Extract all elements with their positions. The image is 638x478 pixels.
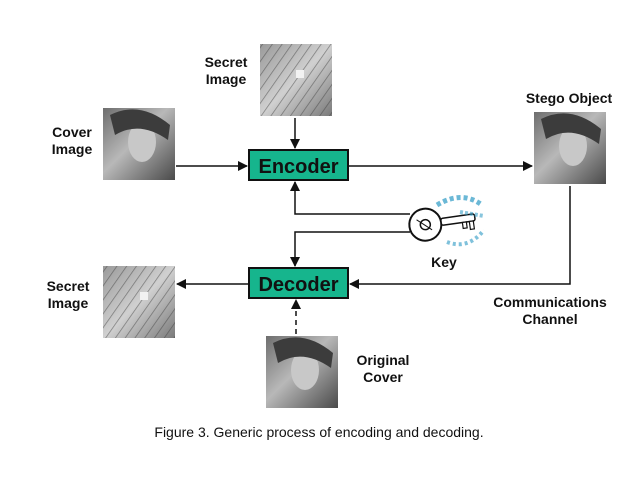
label-line: Image (205, 71, 247, 87)
decoder-block: Decoder (248, 267, 349, 299)
label-line: Image (47, 295, 89, 311)
secret-image-input (260, 44, 332, 116)
encoder-label: Encoder (258, 156, 338, 178)
arrow-channel-to-decoder (349, 186, 571, 289)
label-line: Secret (46, 278, 90, 294)
label-line: Cover (52, 124, 92, 140)
decoder-label: Decoder (258, 274, 338, 296)
figure-caption: Figure 3. Generic process of encoding an… (154, 424, 484, 440)
cover-image (103, 108, 175, 180)
label-communications-channel: Communications Channel (484, 294, 616, 328)
label-line: Channel (522, 311, 578, 327)
key-icon (408, 195, 486, 247)
stego-object-image (534, 112, 606, 184)
label-line: Communications (493, 294, 607, 310)
label-secret-image-input: Secret Image (198, 54, 254, 88)
encoder-block: Encoder (248, 149, 349, 181)
arrow-key-to-decoder (290, 231, 410, 267)
label-original-cover: Original Cover (350, 352, 416, 386)
label-line: Secret (204, 54, 248, 70)
label-line: Original (356, 352, 410, 368)
label-stego-object: Stego Object (525, 90, 613, 106)
label-line: Image (51, 141, 93, 157)
label-key: Key (431, 254, 457, 270)
original-cover-image (266, 336, 338, 408)
arrow-key-to-encoder (290, 181, 410, 215)
label-secret-image-output: Secret Image (40, 278, 96, 312)
secret-image-output (103, 266, 175, 338)
label-line: Cover (363, 369, 403, 385)
label-cover-image: Cover Image (44, 124, 100, 158)
